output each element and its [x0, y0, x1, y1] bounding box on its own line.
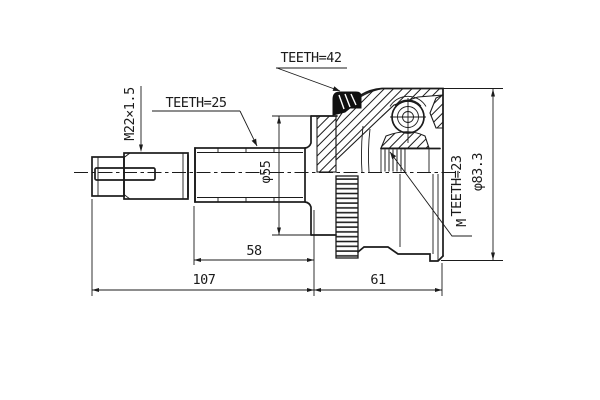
- inner-race: [380, 131, 441, 172]
- cotter-slot: [94, 167, 156, 181]
- shaft-spline-label: TEETH=25: [165, 95, 226, 111]
- housing-diameter-dimension: φ83.3: [441, 88, 503, 261]
- neck-diameter-label: φ55: [258, 160, 274, 183]
- shaft-length-label: 107: [193, 272, 216, 288]
- abs-ring-teeth-label: TEETH=42: [280, 50, 341, 66]
- neck-diameter-dimension: φ55: [258, 115, 311, 236]
- housing-length-dimension: 61: [314, 263, 443, 296]
- thread-section: [123, 147, 196, 203]
- housing-section-hatch: [316, 87, 444, 173]
- housing-length-label: 61: [370, 272, 386, 288]
- spline-section: [194, 115, 312, 236]
- thread-callout: M22×1.5: [122, 86, 143, 152]
- inner-race-callout: TEETH=23 M: [389, 151, 472, 237]
- spline-length-dimension: 58: [193, 206, 314, 265]
- housing-diameter-label: φ83.3: [470, 153, 486, 192]
- abs-tone-ring: [332, 91, 362, 116]
- shaft-length-dimension: 107: [91, 199, 315, 296]
- inner-race-spline-teeth: [382, 149, 405, 172]
- thread-label: M22×1.5: [122, 87, 138, 141]
- shaft-spline-callout: TEETH=25: [152, 95, 258, 147]
- spline-length-label: 58: [246, 243, 262, 259]
- housing-rim-section: [429, 94, 444, 129]
- inner-race-teeth-prefix: M: [454, 219, 470, 227]
- boot-groove-ribs: [335, 175, 359, 259]
- inner-race-teeth-label: TEETH=23: [449, 155, 465, 216]
- abs-ring-callout: TEETH=42: [276, 50, 347, 92]
